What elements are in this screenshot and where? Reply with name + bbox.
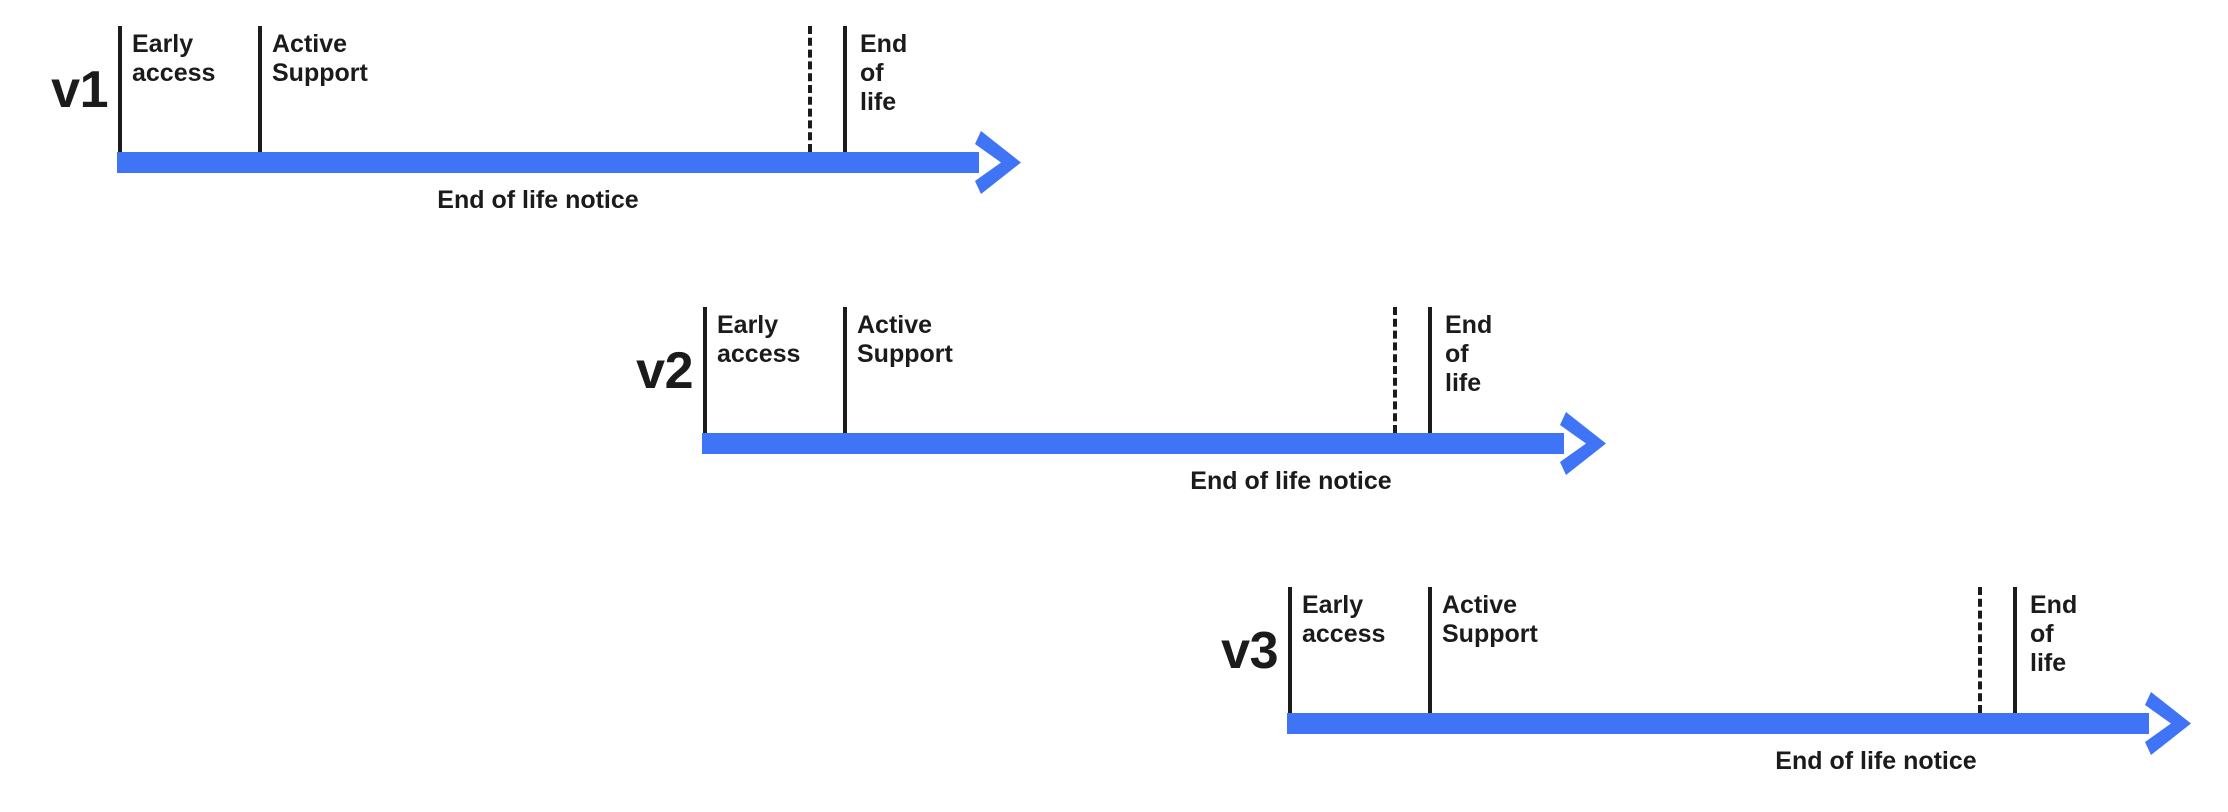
- version-label: v1: [51, 61, 108, 119]
- end-of-life-notice-marker: [808, 26, 812, 152]
- version-label: v2: [636, 342, 693, 400]
- phase-boundary-tick: [703, 307, 707, 433]
- phase-boundary-tick: [118, 26, 122, 152]
- end-of-life-notice-label: End of life notice: [1190, 467, 1392, 495]
- end-of-life-notice-marker: [1978, 587, 1982, 713]
- phase-label: Early access: [717, 311, 801, 368]
- end-of-life-label: End of life: [860, 30, 908, 116]
- end-of-life-notice-marker: [1393, 307, 1397, 433]
- phase-label: Early access: [1302, 591, 1386, 648]
- phase-label: Active Support: [272, 30, 368, 87]
- end-of-life-notice-label: End of life notice: [437, 186, 639, 214]
- end-of-life-label: End of life: [1445, 311, 1493, 397]
- phase-boundary-tick: [1288, 587, 1292, 713]
- phase-label: Active Support: [1442, 591, 1538, 648]
- phase-label: Active Support: [857, 311, 953, 368]
- version-label: v3: [1221, 622, 1278, 680]
- timeline-arrow-head-icon: [1560, 412, 1606, 475]
- timeline-bar: [702, 433, 1564, 454]
- phase-label: Early access: [132, 30, 216, 87]
- timeline-bar: [117, 152, 979, 173]
- timeline-bar: [1287, 713, 2149, 734]
- timeline-arrow-head-icon: [975, 131, 1021, 194]
- end-of-life-tick: [1428, 307, 1432, 433]
- phase-boundary-tick: [843, 307, 847, 433]
- end-of-life-tick: [2013, 587, 2017, 713]
- timeline-arrow-head-icon: [2145, 692, 2191, 755]
- end-of-life-label: End of life: [2030, 591, 2078, 677]
- end-of-life-notice-label: End of life notice: [1775, 747, 1977, 775]
- phase-boundary-tick: [258, 26, 262, 152]
- end-of-life-tick: [843, 26, 847, 152]
- phase-boundary-tick: [1428, 587, 1432, 713]
